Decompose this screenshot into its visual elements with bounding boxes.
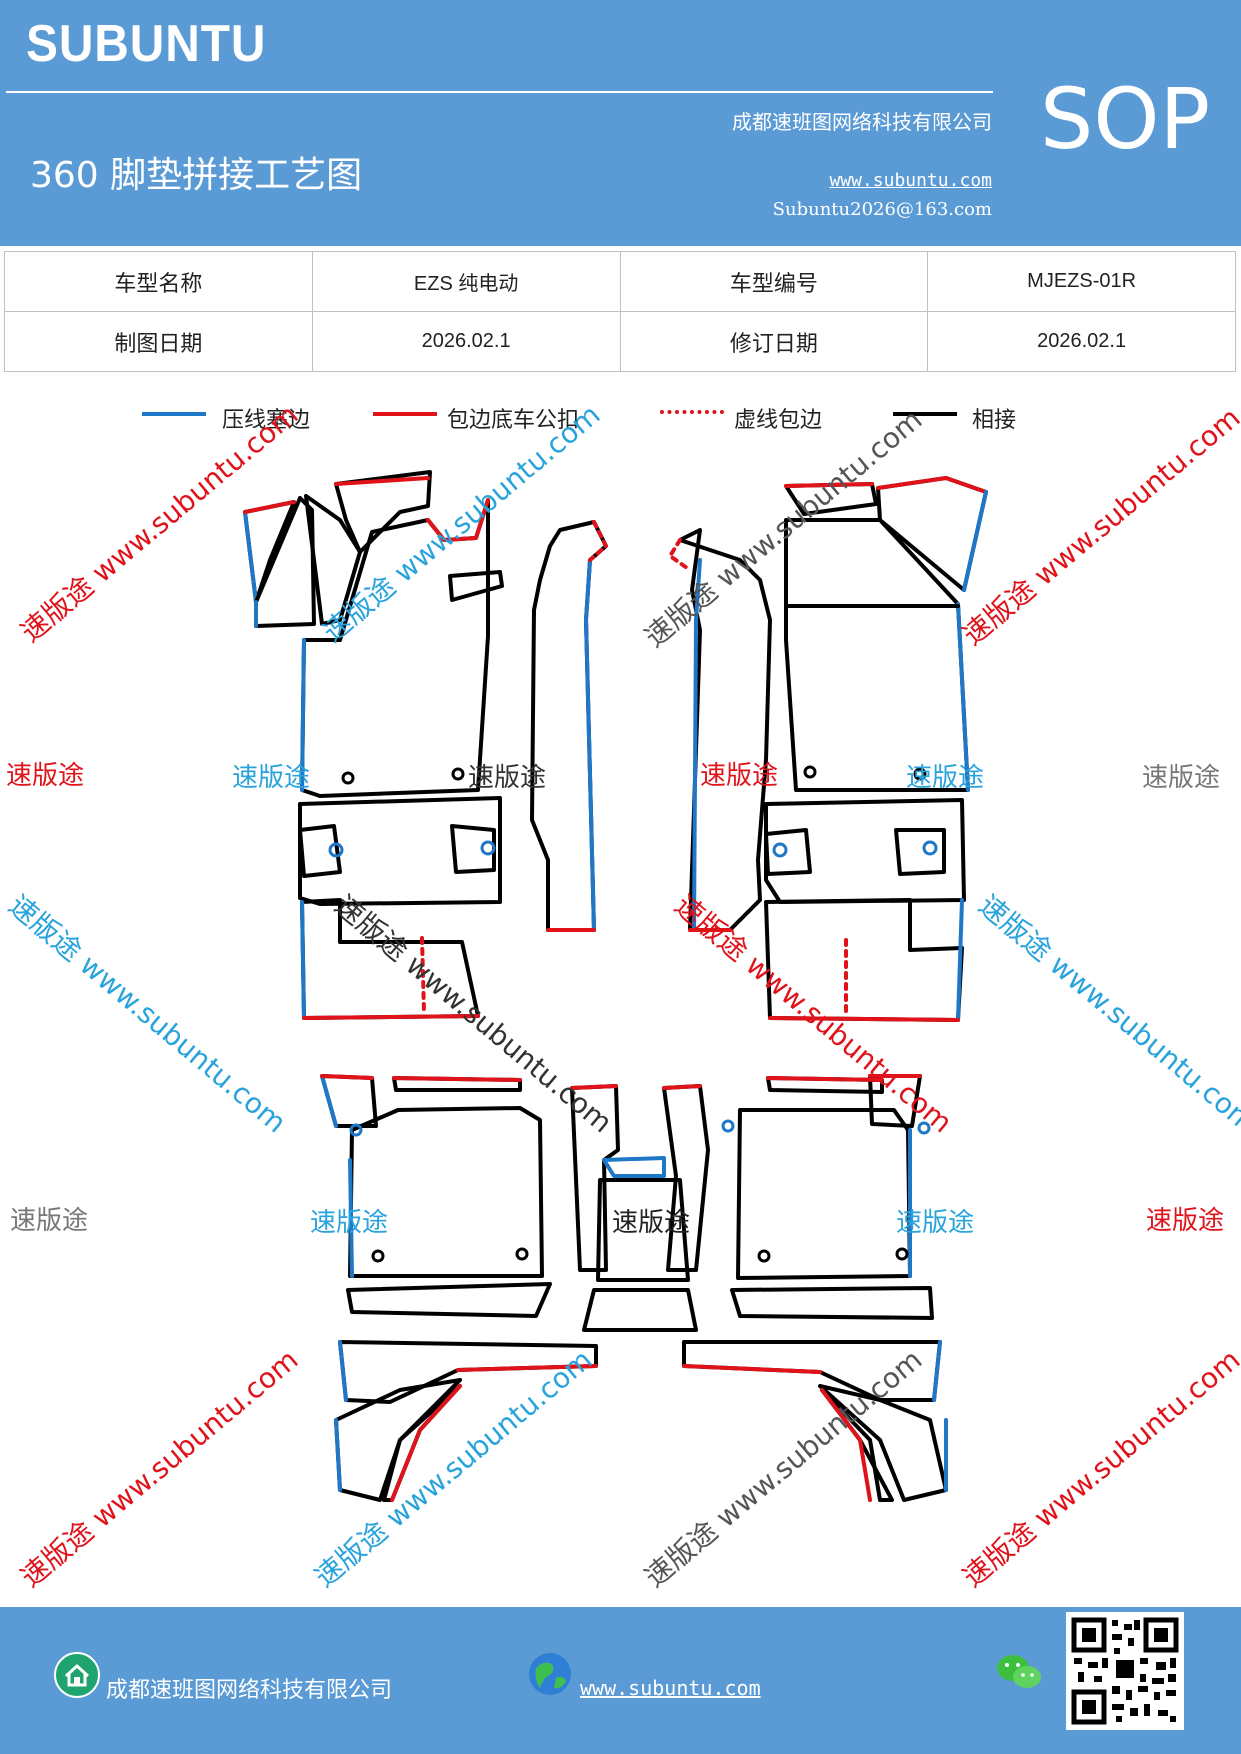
watermark-brand: 速版途 [232, 763, 311, 793]
revision-date-label: 修订日期 [619, 311, 929, 372]
model-code-label: 车型编号 [619, 251, 929, 312]
model-name-value: EZS 纯电动 [311, 251, 621, 312]
qr-code-pattern [1071, 1617, 1179, 1725]
mat-front-right [668, 476, 988, 1022]
header-company: 成都速班图网络科技有限公司 [732, 110, 992, 134]
legend-label-join: 相接 [972, 408, 1017, 433]
brand-logo: SUBUNTU [26, 15, 267, 73]
drawing-date-label: 制图日期 [4, 311, 313, 372]
watermark-brand: 速版途 [612, 1208, 691, 1238]
table-row: 制图日期 2026.02.1 修订日期 2026.02.1 [4, 311, 1236, 372]
legend-swatch-dotted [660, 410, 724, 414]
legend-swatch-wrap [373, 412, 437, 416]
drawing-date-value: 2026.02.1 [311, 311, 621, 372]
info-table: 车型名称 EZS 纯电动 车型编号 MJEZS-01R 制图日期 2026.02… [4, 251, 1236, 372]
legend-swatch-press [142, 412, 206, 416]
mat-center [570, 1084, 710, 1332]
watermark-brand: 速版途 [700, 761, 779, 791]
legend-label-wrap: 包边底车公扣 [447, 408, 580, 433]
floor-mat-diagram [243, 470, 988, 1502]
watermark-brand: 速版途 [906, 763, 985, 793]
mat-rear-left [320, 1074, 598, 1502]
revision-date-value: 2026.02.1 [927, 311, 1236, 372]
legend-label-dotted: 虚线包边 [734, 408, 823, 433]
header-divider [6, 91, 993, 93]
globe-icon [529, 1653, 571, 1695]
watermark-brand: 速版途 [6, 761, 85, 791]
model-code-value: MJEZS-01R [927, 251, 1236, 312]
watermark-brand: 速版途 [1142, 763, 1221, 793]
legend-swatch-join [893, 412, 957, 416]
mat-front-left [243, 470, 504, 1020]
header-website-link[interactable]: www.subuntu.com [829, 170, 992, 191]
wechat-icon [997, 1655, 1041, 1688]
watermark-brand: 速版途 [310, 1208, 389, 1238]
header-email: Subuntu2026@163.com [772, 199, 992, 220]
footer-website-link[interactable]: www.subuntu.com [580, 1676, 761, 1700]
home-icon [54, 1652, 100, 1698]
sop-badge: SOP [1040, 70, 1211, 168]
watermark-brand: 速版途 [468, 763, 547, 793]
qr-code [1066, 1612, 1184, 1730]
table-row: 车型名称 EZS 纯电动 车型编号 MJEZS-01R [4, 251, 1236, 312]
watermark-brand: 速版途 [1146, 1206, 1225, 1236]
watermark-brand: 速版途 [10, 1206, 89, 1236]
watermark-brand: 速版途 [896, 1208, 975, 1238]
mat-rear-right [682, 1074, 948, 1502]
model-name-label: 车型名称 [4, 251, 313, 312]
footer-company: 成都速班图网络科技有限公司 [106, 1678, 393, 1703]
header-banner [0, 0, 1241, 246]
page-title: 360 脚垫拼接工艺图 [30, 155, 363, 196]
mat-sill-left [530, 520, 608, 932]
legend-label-press: 压线塞边 [222, 408, 311, 433]
